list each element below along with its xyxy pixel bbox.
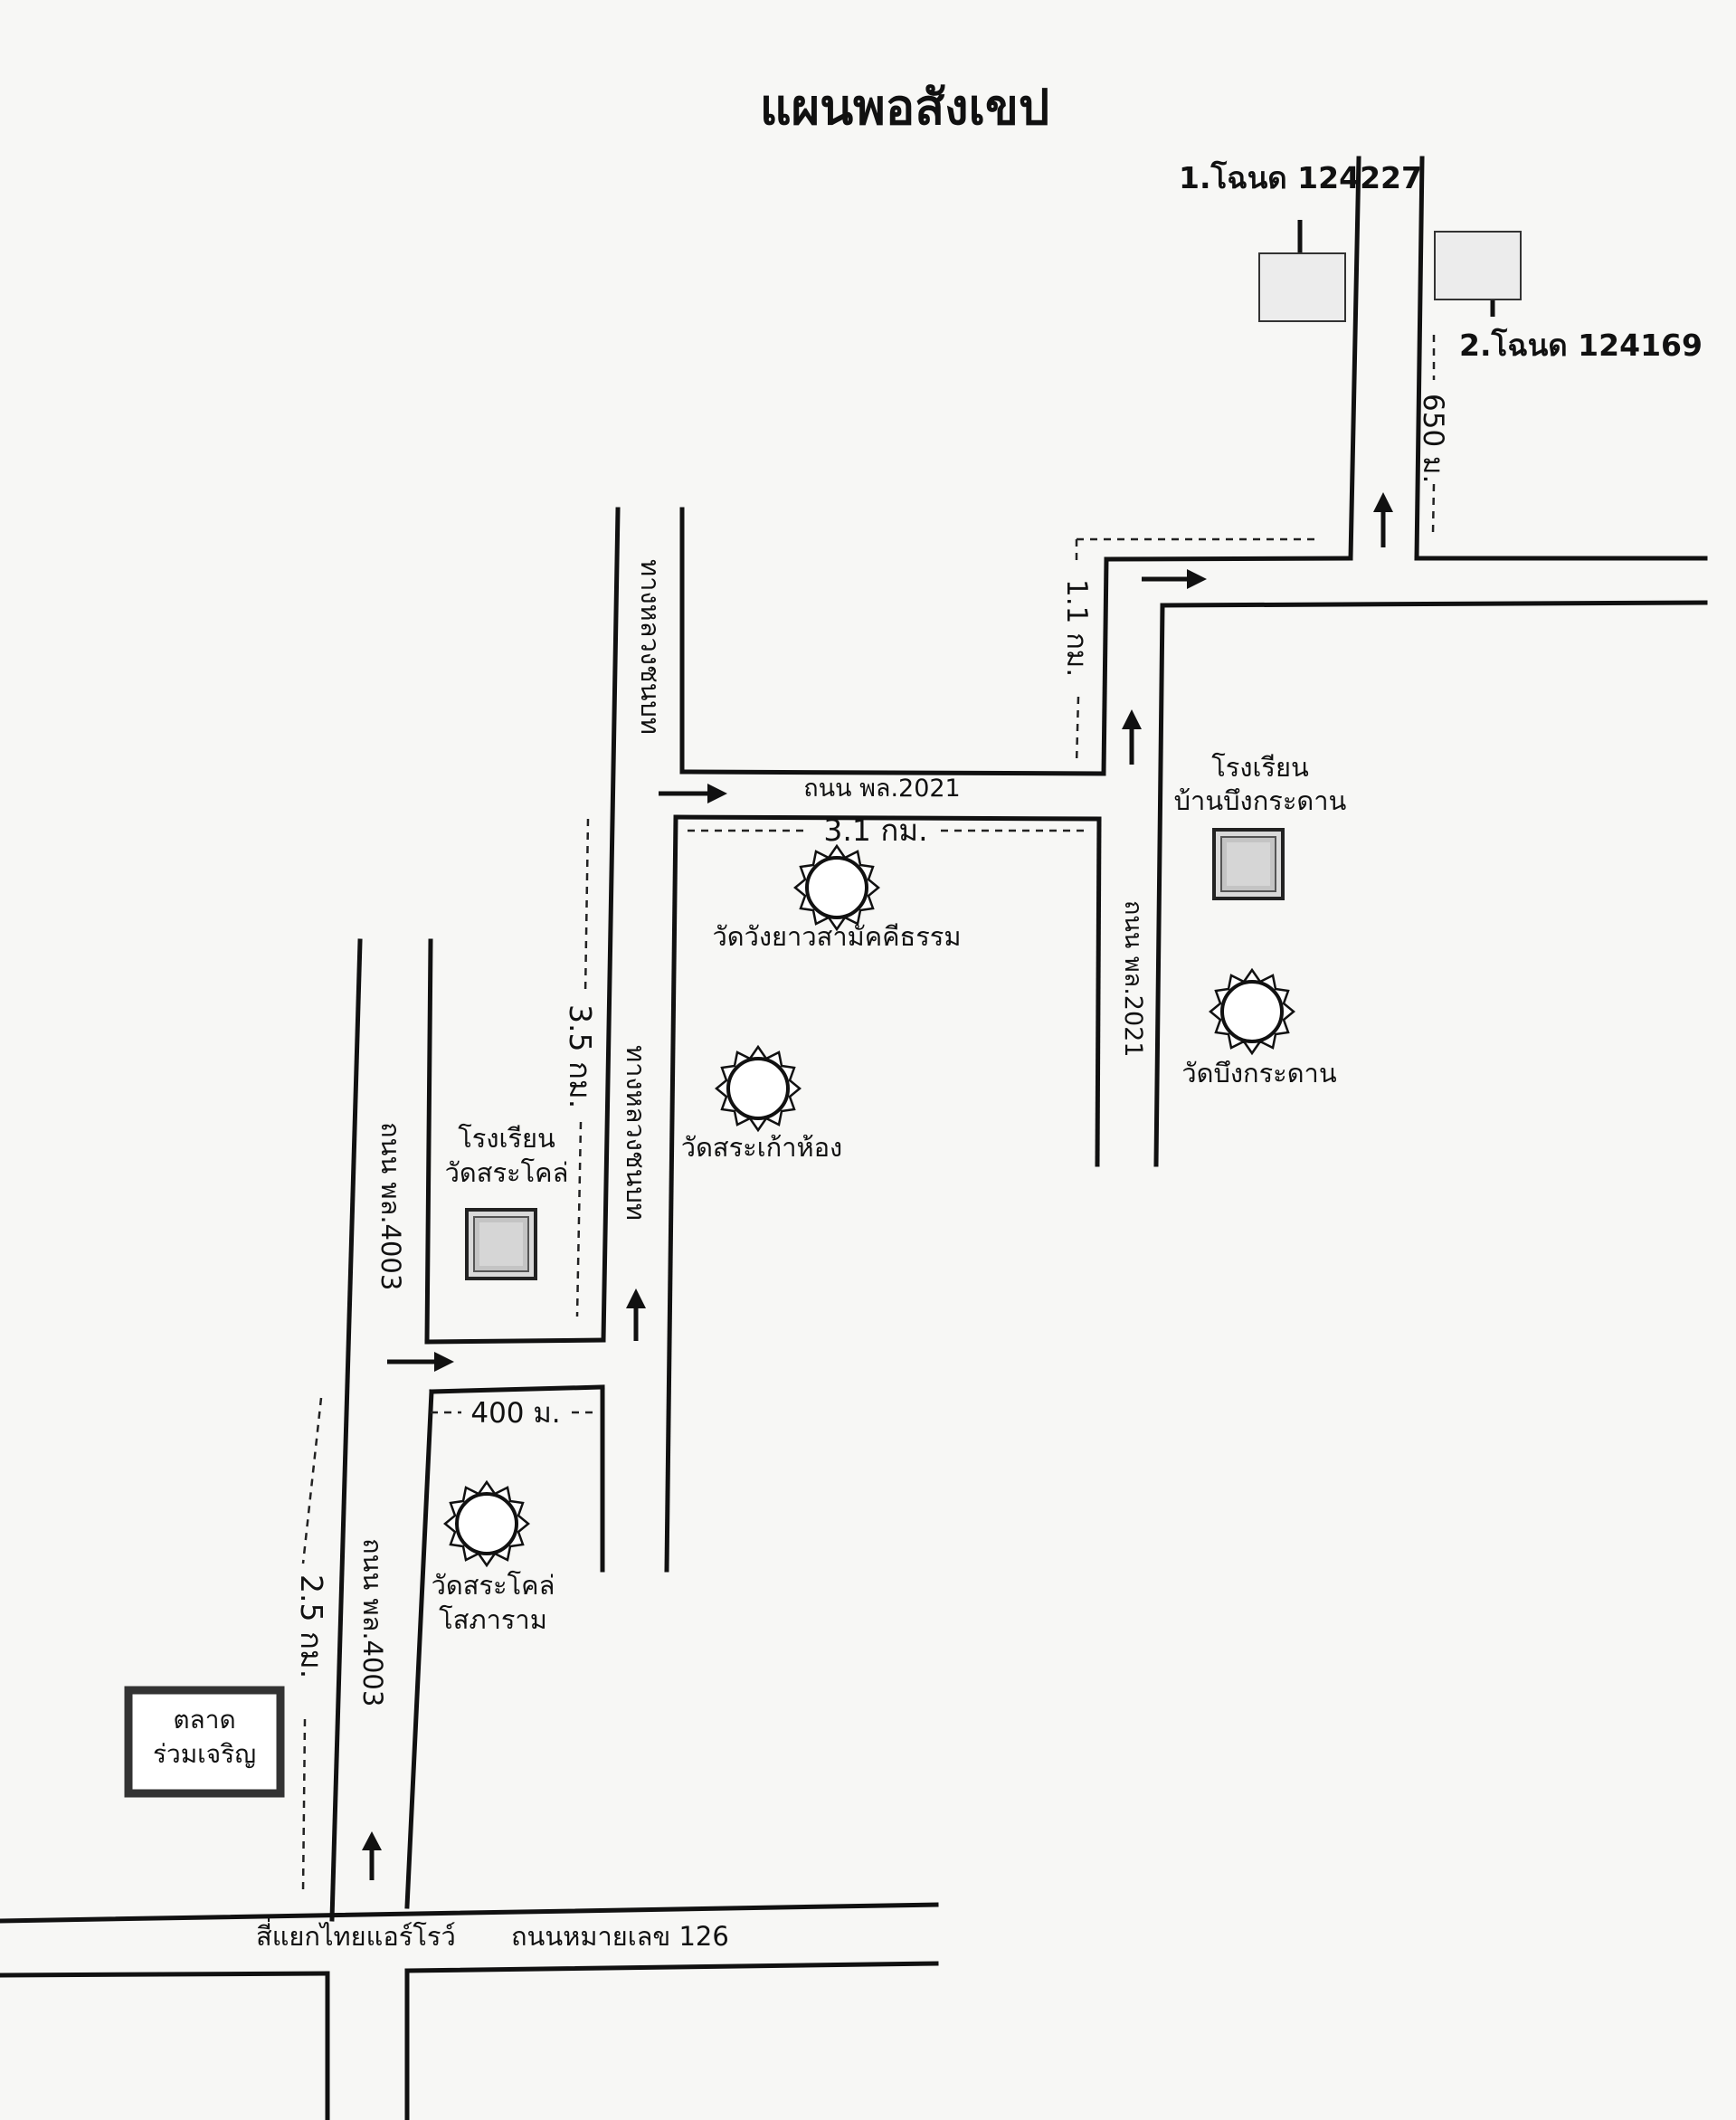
school-icon [465, 1208, 537, 1280]
highway-126 [0, 1902, 939, 1978]
plot-2-icon [1434, 231, 1522, 300]
school-bueng-label-1: โรงเรียน [1211, 752, 1309, 783]
pl2021-horizontal-label: ถนน พล.2021 [803, 775, 960, 803]
market-icon: ตลาด ร่วมเจริญ [124, 1686, 285, 1798]
road-south-of-intersection [325, 1968, 410, 2120]
market-name-line1: ตลาด [173, 1705, 235, 1735]
market-name-line2: ร่วมเจริญ [153, 1739, 256, 1769]
school-sakhon-label-2: วัดสระโคล่ [445, 1157, 569, 1188]
pl4003-upper-label: ถนน พล.4003 [375, 1122, 406, 1290]
direction-arrow-icon [659, 784, 727, 803]
direction-arrow-icon [1373, 492, 1393, 547]
temple-icon [715, 1045, 802, 1132]
school-bueng-label-2: บ้านบึงกระดาน [1174, 785, 1347, 816]
distance-3-5km: 3.5 กม. [563, 1004, 598, 1108]
pl2021-vertical-label: ถนน พล.2021 [1119, 900, 1147, 1057]
wat-bueng-label: วัดบึงกระดาน [1181, 1058, 1337, 1089]
pl4003-lower-label: ถนน พล.4003 [357, 1538, 388, 1706]
wat-sakhon-label-2: โสภาราม [439, 1604, 547, 1635]
road-pl2021 [1095, 156, 1708, 1167]
school-sakhon-label-1: โรงเรียน [458, 1123, 555, 1154]
direction-arrow-icon [387, 1352, 454, 1372]
distance-1-1km: 1.1 กม. [1060, 579, 1093, 677]
distance-650m: 650 ม. [1417, 394, 1449, 483]
plot-1-icon [1258, 252, 1346, 322]
rural-road-upper-label: ทางหลวงชนบท [635, 559, 666, 735]
direction-arrow-icon [1122, 709, 1142, 765]
map-title: แผนพอสังเขป [760, 78, 1049, 136]
plot-1-label: 1.โฉนด 124227 [1179, 160, 1422, 195]
distance-2-5km: 2.5 กม. [294, 1574, 329, 1678]
intersection-label: สี่แยกไทยแอร์โรว์ [256, 1918, 456, 1952]
direction-arrow-icon [362, 1831, 382, 1880]
road-pl4003 [329, 938, 606, 1922]
distance-3-1km: 3.1 กม. [823, 813, 927, 848]
plot-2-label: 2.โฉนด 124169 [1459, 328, 1703, 363]
direction-arrow-icon [626, 1288, 646, 1341]
direction-arrow-icon [1142, 569, 1207, 589]
temple-icon [793, 844, 880, 931]
temple-icon [1209, 968, 1295, 1055]
rural-road [601, 507, 1106, 1573]
rural-road-lower-label: ทางหลวงชนบท [621, 1045, 651, 1221]
temple-icon [443, 1480, 530, 1567]
highway-126-label: ถนนหมายเลข 126 [511, 1921, 729, 1952]
school-icon [1212, 828, 1285, 900]
wat-sakaohong-label: วัดสระเก้าห้อง [681, 1132, 842, 1163]
distance-400m: 400 ม. [470, 1397, 560, 1430]
distance-lines [301, 335, 1436, 1894]
wat-wangyao-label: วัดวังยาวสามัคคีธรรม [713, 921, 962, 952]
wat-sakhon-label-1: วัดสระโคล่ [432, 1570, 555, 1601]
